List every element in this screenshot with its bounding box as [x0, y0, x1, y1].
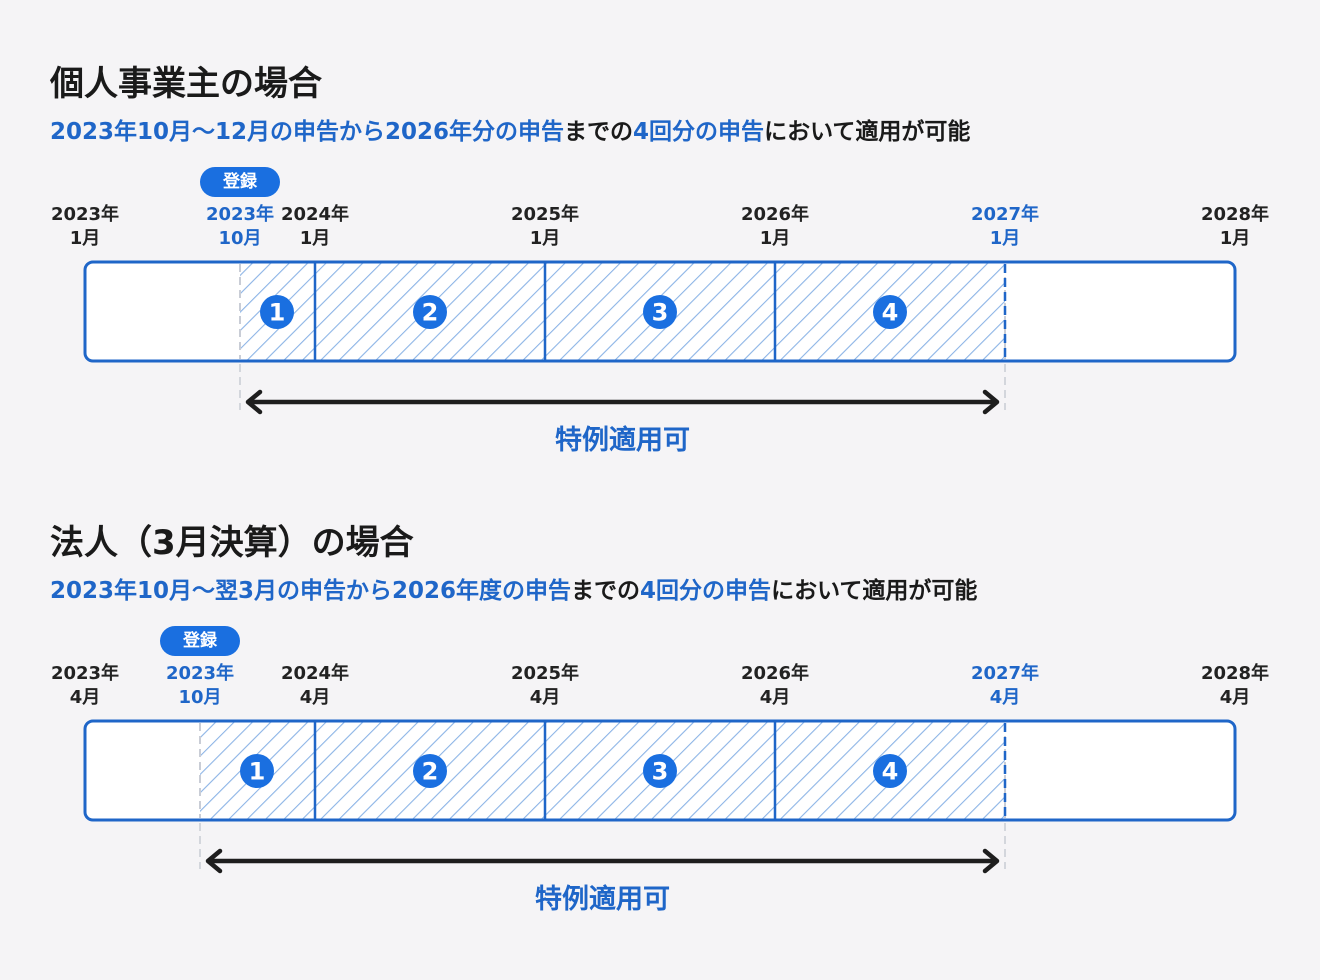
tick-label: 2023年 10月: [192, 203, 288, 251]
svg-text:4: 4: [882, 299, 899, 327]
tick-label: 2023年 10月: [152, 662, 248, 710]
span-label: 特例適用可: [535, 884, 670, 915]
tick-month: 4月: [989, 687, 1021, 708]
section-title: 個人事業主の場合: [50, 64, 322, 104]
timeline-bar-border: [83, 260, 1237, 363]
svg-text:3: 3: [652, 299, 669, 327]
tick-year: 2024年: [280, 663, 350, 684]
section-subtitle: 2023年10月〜翌3月の申告から2026年度の申告までの4回分の申告において適…: [50, 571, 977, 605]
tick-year: 2026年: [740, 663, 810, 684]
span-label: 特例適用可: [555, 425, 690, 456]
subtitle-part: において適用が可能: [764, 119, 971, 145]
subtitle-part: において適用が可能: [771, 578, 978, 604]
tick-label: 2024年 4月: [267, 662, 363, 710]
registration-badge: 登録: [160, 626, 240, 656]
tick-label: 2027年 4月: [957, 662, 1053, 710]
tick-year: 2025年: [510, 204, 580, 225]
applicable-span-arrow: [245, 389, 1000, 415]
svg-text:4: 4: [882, 758, 899, 786]
tick-year: 2027年: [970, 204, 1040, 225]
svg-text:2: 2: [422, 758, 439, 786]
tick-label: 2024年 1月: [267, 203, 363, 251]
tick-label: 2027年 1月: [957, 203, 1053, 251]
period-number-4: 4: [873, 295, 907, 329]
tick-label: 2026年 4月: [727, 662, 823, 710]
applicable-region: [200, 722, 1005, 819]
timeline-svg: 1 2 3 4: [83, 719, 1237, 874]
tick-year: 2027年: [970, 663, 1040, 684]
tick-year: 2023年: [50, 663, 120, 684]
svg-text:1: 1: [249, 758, 266, 786]
tick-year: 2023年: [50, 204, 120, 225]
svg-text:1: 1: [269, 299, 286, 327]
tick-year: 2025年: [510, 663, 580, 684]
tick-year: 2023年: [165, 663, 235, 684]
svg-text:3: 3: [652, 758, 669, 786]
svg-text:2: 2: [422, 299, 439, 327]
section-subtitle: 2023年10月〜12月の申告から2026年分の申告までの4回分の申告において適…: [50, 112, 970, 146]
tick-month: 1月: [529, 228, 561, 249]
subtitle-part: までの: [571, 578, 641, 604]
tick-label: 2025年 1月: [497, 203, 593, 251]
tick-label: 2026年 1月: [727, 203, 823, 251]
tick-month: 4月: [759, 687, 791, 708]
tick-year: 2028年: [1200, 663, 1270, 684]
period-number-1: 1: [260, 295, 294, 329]
timeline-bar-border: [83, 719, 1237, 822]
tick-label: 2028年 1月: [1187, 203, 1283, 251]
tick-year: 2024年: [280, 204, 350, 225]
timeline-svg: 1 2 3 4: [83, 260, 1237, 415]
tick-label: 2025年 4月: [497, 662, 593, 710]
tick-month: 1月: [989, 228, 1021, 249]
subtitle-part: 4回分の申告: [640, 578, 772, 604]
period-number-1: 1: [240, 754, 274, 788]
subtitle-part: 2023年10月〜翌3月の申告から2026年度の申告: [50, 578, 572, 604]
tick-month: 10月: [218, 228, 262, 249]
subtitle-part: 4回分の申告: [633, 119, 765, 145]
period-number-2: 2: [413, 295, 447, 329]
tick-month: 1月: [299, 228, 331, 249]
period-number-2: 2: [413, 754, 447, 788]
subtitle-part: 2023年10月〜12月の申告から2026年分の申告: [50, 119, 565, 145]
section-title: 法人（3月決算）の場合: [50, 523, 414, 563]
tick-month: 4月: [69, 687, 101, 708]
tick-label: 2023年 4月: [37, 662, 133, 710]
period-number-4: 4: [873, 754, 907, 788]
tick-month: 1月: [69, 228, 101, 249]
tick-year: 2026年: [740, 204, 810, 225]
tick-label: 2028年 4月: [1187, 662, 1283, 710]
period-number-3: 3: [643, 754, 677, 788]
tick-year: 2023年: [205, 204, 275, 225]
tick-month: 10月: [178, 687, 222, 708]
subtitle-part: までの: [564, 119, 634, 145]
tick-year: 2028年: [1200, 204, 1270, 225]
tick-label: 2023年 1月: [37, 203, 133, 251]
tick-month: 4月: [299, 687, 331, 708]
tick-month: 4月: [529, 687, 561, 708]
period-number-3: 3: [643, 295, 677, 329]
registration-badge: 登録: [200, 167, 280, 197]
tick-month: 4月: [1219, 687, 1251, 708]
tick-month: 1月: [1219, 228, 1251, 249]
applicable-span-arrow: [205, 848, 1000, 874]
tick-month: 1月: [759, 228, 791, 249]
